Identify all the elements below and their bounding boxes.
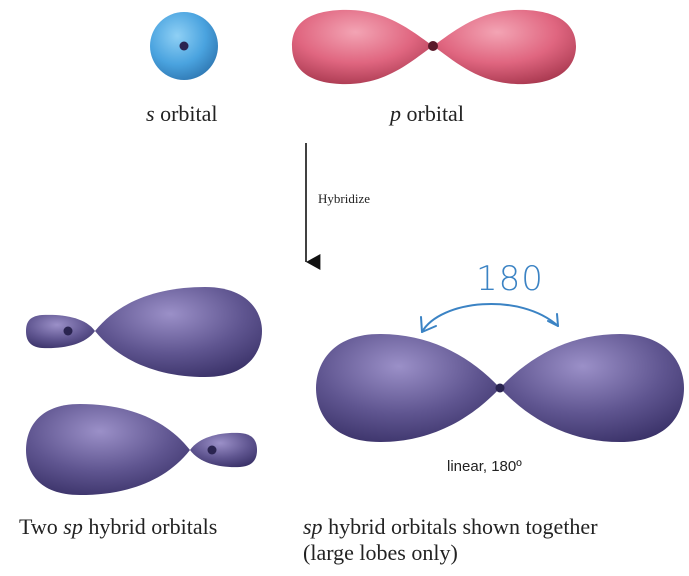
s-orbital-label: s orbital [146,101,218,127]
p-orbital [292,10,576,84]
sp-hybrid-lower [26,404,257,495]
together-label-line2: (large lobes only) [303,540,458,566]
nucleus-dot [180,42,189,51]
together-label-line1: sp hybrid orbitals shown together [303,514,598,540]
linear-note: linear, 180º [447,458,522,475]
s-orbital [150,12,218,80]
angle-annotation-arrow [421,304,558,332]
p-orbital-label: p orbital [390,101,464,127]
sp-hybrids-together [316,334,684,442]
nucleus-dot [496,384,505,393]
handwritten-angle: 180 [476,259,544,299]
nucleus-dot [64,327,73,336]
nucleus-dot [208,446,217,455]
two-sp-hybrid-label: Two sp hybrid orbitals [19,514,217,540]
sp-hybrid-upper [26,287,262,377]
nucleus-dot [428,41,438,51]
hybridize-label: Hybridize [318,191,370,207]
